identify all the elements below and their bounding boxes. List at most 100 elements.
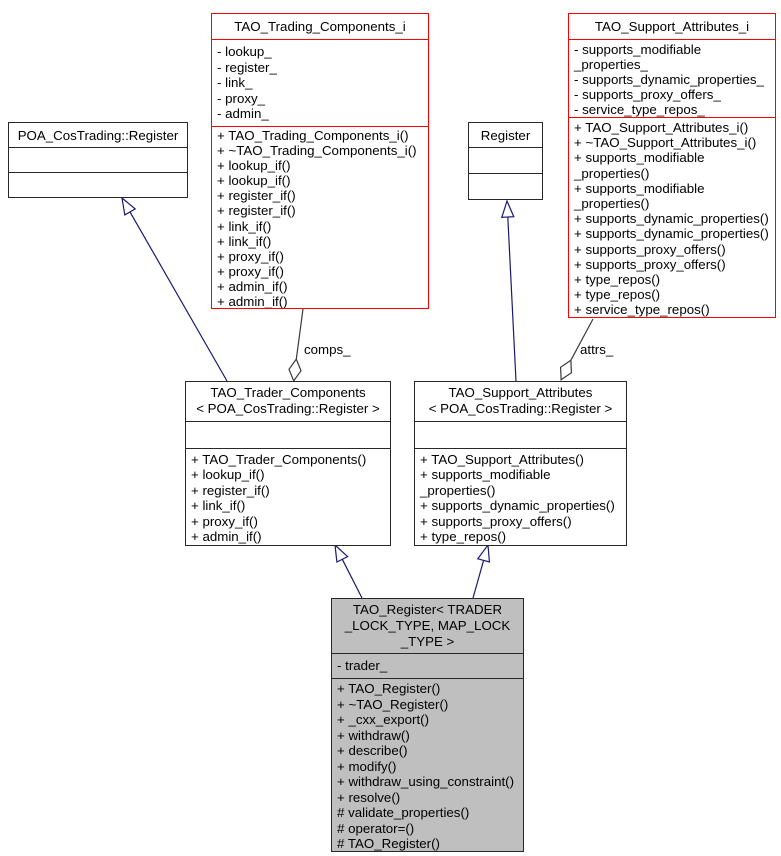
member-line: - admin_ (217, 106, 269, 121)
member-line: - proxy_ (217, 90, 266, 106)
member-line: + withdraw() (337, 727, 410, 743)
class-title: TAO_Trader_Components< POA_CosTrading::R… (186, 382, 390, 421)
member-line: + supports_proxy_offers() (574, 241, 726, 257)
member-line: + withdraw_using_constraint() (337, 774, 515, 789)
member-line: + supports_proxy_offers() (420, 513, 572, 529)
member-line: + supports_proxy_offers() (574, 256, 726, 272)
member-line: + admin_if() (191, 529, 262, 545)
member-line: + register_if() (217, 203, 296, 219)
methods-section: + TAO_Trading_Components_i()+ ~TAO_Tradi… (212, 126, 428, 308)
member-line: + TAO_Trader_Components() (191, 452, 367, 467)
attributes-section: - lookup_- register_- link_- proxy_- adm… (212, 39, 428, 126)
member-line: + link_if() (217, 218, 272, 234)
member-line: + TAO_Register() (337, 681, 441, 696)
attributes-section (415, 421, 626, 448)
member-line: + describe() (337, 743, 408, 758)
member-line: + lookup_if() (217, 158, 291, 174)
member-line: + modify() (337, 758, 397, 774)
class-box-tao-support-attributes[interactable]: TAO_Support_Attributes< POA_CosTrading::… (414, 381, 627, 546)
member-line: _LOCK_TYPE, MAP_LOCK (344, 618, 511, 633)
edge-label-attrs: attrs_ (580, 342, 614, 357)
member-line: + proxy_if() (217, 263, 284, 279)
member-line: - supports_proxy_offers_ (574, 87, 721, 102)
member-line: - lookup_ (217, 44, 272, 59)
member-line: - service_type_repos_ (574, 102, 705, 117)
member-line: + type_repos() (420, 529, 507, 545)
member-line: + supports_modifiable (420, 467, 551, 483)
member-line: _properties() (574, 196, 650, 212)
class-title: Register (480, 127, 531, 143)
inheritance-arrow-register-to-support-attributes (472, 543, 491, 599)
member-line: + supports_dynamic_properties() (574, 226, 769, 242)
member-line: + proxy_if() (217, 248, 284, 264)
member-line: + link_if() (191, 498, 246, 514)
class-box-tao-register-current: TAO_Register< TRADER_LOCK_TYPE, MAP_LOCK… (331, 598, 524, 852)
member-line: TAO_Trader_Components (210, 385, 366, 400)
member-line: TAO_Register< TRADER (352, 602, 503, 617)
member-line: + admin_if() (217, 278, 288, 294)
attributes-section (469, 147, 542, 173)
class-box-tao-support-attributes-i[interactable]: TAO_Support_Attributes_i - supports_modi… (568, 13, 776, 318)
member-line: + supports_dynamic_properties() (420, 498, 615, 514)
member-line: + TAO_Trading_Components_i() (217, 128, 409, 143)
methods-section: + TAO_Trader_Components()+ lookup_if()+ … (186, 448, 390, 545)
member-line: _properties() (574, 165, 650, 181)
member-line: + supports_modifiable (574, 150, 705, 166)
member-line: + ~TAO_Trading_Components_i() (217, 143, 417, 159)
member-line: + TAO_Support_Attributes() (420, 452, 584, 467)
member-line: + supports_dynamic_properties() (574, 211, 769, 227)
inheritance-arrow-support-to-register (500, 199, 517, 382)
member-line: - supports_dynamic_properties_ (574, 72, 764, 87)
member-line: + _cxx_export() (337, 712, 430, 727)
class-box-register[interactable]: Register (468, 122, 543, 200)
member-line: < POA_CosTrading::Register > (196, 401, 380, 416)
methods-section (9, 172, 187, 197)
aggregation-edge-comps (288, 308, 304, 383)
member-line: + ~TAO_Support_Attributes_i() (574, 135, 757, 151)
member-line: + register_if() (191, 482, 270, 498)
class-title: TAO_Register< TRADER_LOCK_TYPE, MAP_LOCK… (332, 599, 523, 653)
member-line: + supports_modifiable (574, 180, 705, 196)
member-line: + lookup_if() (191, 467, 265, 483)
attributes-section (9, 147, 187, 172)
edge-label-comps: comps_ (304, 342, 351, 357)
member-line: + lookup_if() (217, 173, 291, 189)
member-line: _properties_ (574, 57, 648, 72)
methods-section: + TAO_Register()+ ~TAO_Register()+ _cxx_… (332, 678, 523, 851)
class-box-poa-costrading-register[interactable]: POA_CosTrading::Register (8, 122, 188, 198)
member-line: TAO_Support_Attributes (448, 385, 593, 400)
member-line: - link_ (217, 75, 253, 90)
member-line: _properties() (420, 482, 496, 498)
member-line: # operator=() (337, 820, 415, 836)
class-box-tao-trading-components-i[interactable]: TAO_Trading_Components_i - lookup_- regi… (211, 13, 429, 309)
class-title: POA_CosTrading::Register (17, 127, 179, 143)
methods-section: + TAO_Support_Attributes_i()+ ~TAO_Suppo… (569, 117, 775, 317)
member-line: + service_type_repos() (574, 302, 710, 317)
member-line: < POA_CosTrading::Register > (428, 401, 613, 416)
member-line: # TAO_Register() (337, 836, 440, 851)
member-line: + register_if() (217, 188, 296, 204)
member-line: + TAO_Support_Attributes_i() (574, 120, 749, 135)
member-line: _TYPE > (400, 634, 455, 649)
attributes-section: - trader_ (332, 653, 523, 678)
member-line: + admin_if() (217, 294, 288, 308)
member-line: + type_repos() (574, 272, 661, 288)
member-line: - supports_modifiable (574, 42, 702, 57)
member-line: + link_if() (217, 233, 272, 249)
inheritance-arrow-register-to-trader-components (334, 543, 363, 599)
methods-section: + TAO_Support_Attributes()+ supports_mod… (415, 448, 626, 545)
class-box-tao-trader-components[interactable]: TAO_Trader_Components< POA_CosTrading::R… (185, 381, 391, 546)
member-line: + ~TAO_Register() (337, 696, 449, 712)
class-title: TAO_Trading_Components_i (234, 19, 406, 34)
member-line: + proxy_if() (191, 513, 258, 529)
methods-section (469, 173, 542, 199)
member-line: - register_ (217, 59, 277, 75)
class-title: TAO_Support_Attributes< POA_CosTrading::… (415, 382, 626, 421)
member-line: + type_repos() (574, 287, 661, 303)
attributes-section (186, 421, 390, 448)
member-line: + resolve() (337, 789, 401, 805)
attributes-section: - supports_modifiable_properties_- suppo… (569, 39, 775, 117)
member-line: # validate_properties() (337, 805, 470, 820)
class-title: TAO_Support_Attributes_i (594, 19, 750, 34)
